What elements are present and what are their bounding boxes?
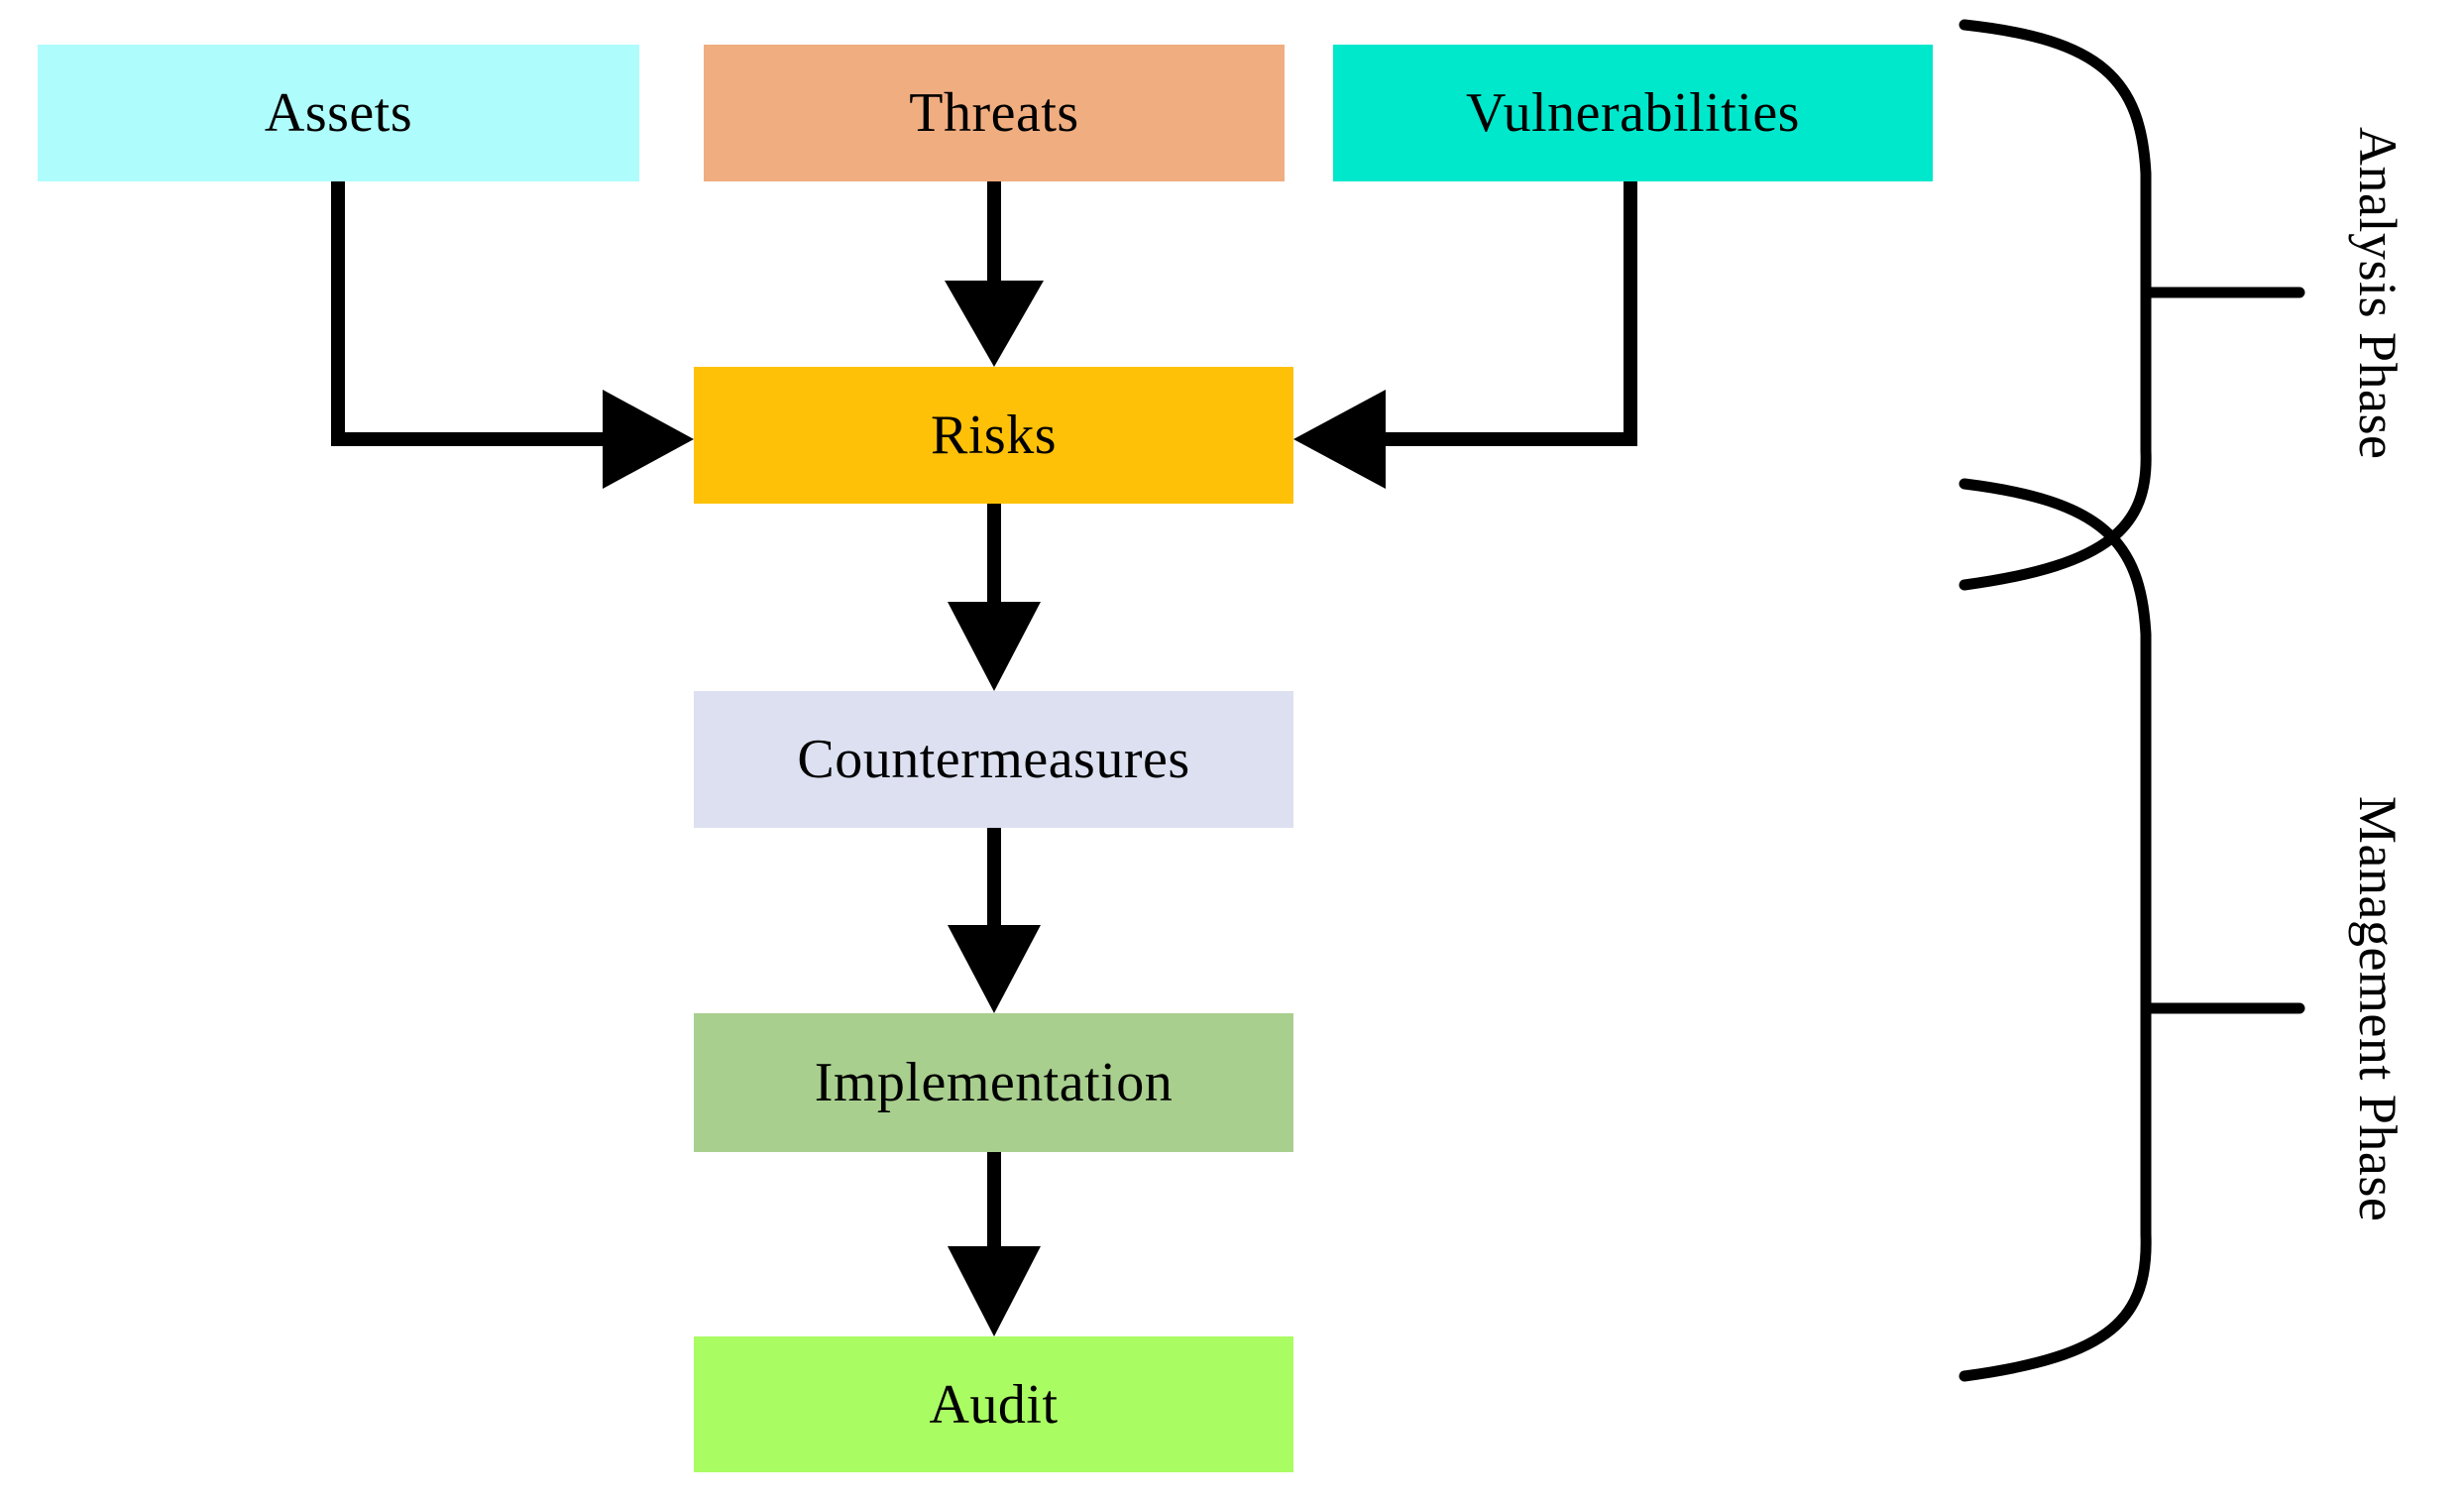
node-vulnerabilities-label: Vulnerabilities (1466, 82, 1800, 144)
node-audit[interactable]: Audit (694, 1336, 1293, 1472)
node-assets-label: Assets (264, 82, 413, 144)
brace-management-phase (1959, 478, 2305, 1382)
edge-vulnerabilities-to-risks (1293, 181, 1637, 489)
node-implementation[interactable]: Implementation (694, 1013, 1293, 1152)
phase-label-management: Management Phase (2348, 795, 2408, 1221)
node-vulnerabilities[interactable]: Vulnerabilities (1333, 45, 1933, 181)
node-implementation-label: Implementation (814, 1052, 1174, 1113)
node-risks-label: Risks (931, 405, 1057, 466)
node-countermeasures[interactable]: Countermeasures (694, 691, 1293, 828)
phase-label-analysis: Analysis Phase (2348, 126, 2408, 459)
edge-assets-to-risks (331, 181, 694, 489)
node-risks[interactable]: Risks (694, 367, 1293, 504)
node-audit-label: Audit (929, 1373, 1059, 1436)
node-countermeasures-label: Countermeasures (797, 729, 1190, 790)
edge-threats-to-risks (945, 181, 1044, 367)
node-threats-label: Threats (909, 82, 1079, 144)
edge-risks-to-countermeasures (948, 504, 1041, 691)
brace-analysis-phase (1959, 19, 2305, 591)
node-threats[interactable]: Threats (704, 45, 1285, 181)
edge-implementation-to-audit (948, 1152, 1041, 1336)
node-assets[interactable]: Assets (38, 45, 639, 181)
edge-countermeasures-to-implementation (948, 828, 1041, 1013)
